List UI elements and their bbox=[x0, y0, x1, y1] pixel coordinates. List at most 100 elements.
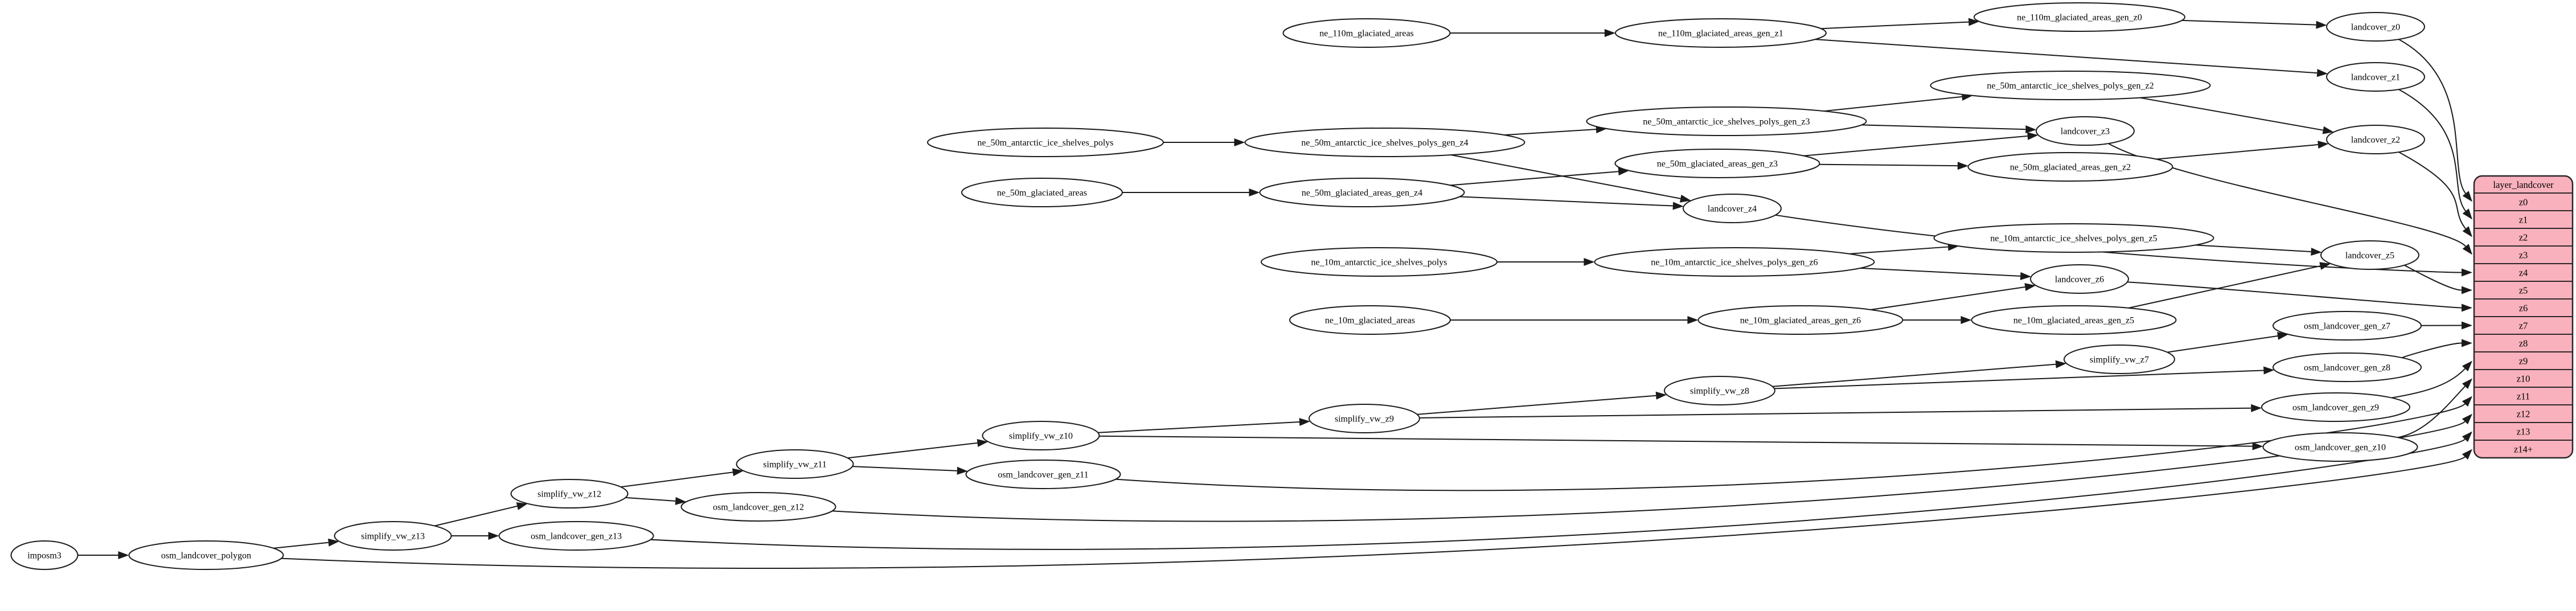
node-simplify_vw_z9: simplify_vw_z9 bbox=[1308, 404, 1420, 433]
node-osm_landcover_gen_z10-shape bbox=[2262, 432, 2418, 462]
node-ne_50m_antarctic_ice_shelves_polys_gen_z4: ne_50m_antarctic_ice_shelves_polys_gen_z… bbox=[1244, 128, 1525, 157]
node-ne_50m_glaciated_areas_gen_z4-label: ne_50m_glaciated_areas_gen_z4 bbox=[1302, 188, 1422, 198]
table-header: layer_landcover bbox=[2493, 179, 2554, 190]
edge-simplify_vw_z11-to-simplify_vw_z10-arrowhead bbox=[977, 438, 988, 447]
node-ne_110m_glaciated_areas_gen_z1-label: ne_110m_glaciated_areas_gen_z1 bbox=[1658, 29, 1783, 39]
edge-ne_10m_glaciated_areas_gen_z6-to-ne_10m_glaciated_areas_gen_z5-arrowhead bbox=[1960, 316, 1972, 324]
edge-simplify_vw_z9-to-osm_landcover_gen_z9-arrowhead bbox=[2251, 404, 2262, 412]
edge-osm_landcover_gen_z9-to-z9 bbox=[2392, 368, 2466, 399]
node-landcover_z3: landcover_z3 bbox=[2036, 116, 2135, 146]
node-ne_10m_antarctic_ice_shelves_polys_gen_z5: ne_10m_antarctic_ice_shelves_polys_gen_z… bbox=[1933, 223, 2214, 253]
edge-osm_landcover_gen_z13-to-z13 bbox=[650, 438, 2466, 550]
node-osm_landcover_gen_z7: osm_landcover_gen_z7 bbox=[2273, 311, 2422, 341]
node-landcover_z2: landcover_z2 bbox=[2326, 125, 2425, 154]
edge-osm_landcover_gen_z8-to-z8-arrowhead bbox=[2462, 339, 2472, 347]
node-landcover_z5-label: landcover_z5 bbox=[2345, 251, 2394, 261]
node-osm_landcover_gen_z8: osm_landcover_gen_z8 bbox=[2273, 352, 2422, 382]
node-simplify_vw_z8-shape bbox=[1664, 376, 1775, 405]
edge-simplify_vw_z10-to-osm_landcover_gen_z10 bbox=[1099, 435, 2253, 447]
node-simplify_vw_z10: simplify_vw_z10 bbox=[982, 421, 1100, 450]
node-landcover_z2-shape bbox=[2326, 125, 2425, 154]
edge-landcover_z0-to-z0 bbox=[2398, 39, 2466, 194]
edge-simplify_vw_z7-to-osm_landcover_gen_z7 bbox=[2167, 335, 2278, 353]
edge-landcover_z6-to-z6-arrowhead bbox=[2462, 304, 2472, 312]
edge-ne_50m_glaciated_areas-to-ne_50m_glaciated_areas_gen_z4-arrowhead bbox=[1249, 188, 1260, 196]
node-landcover_z6-shape bbox=[2030, 264, 2129, 294]
node-simplify_vw_z7-shape bbox=[2064, 345, 2175, 374]
table-row-z5: z5 bbox=[2519, 285, 2528, 296]
node-imposm3-shape bbox=[10, 540, 79, 570]
edge-simplify_vw_z11-to-osm_landcover_gen_z11 bbox=[852, 466, 957, 471]
node-simplify_vw_z13-shape bbox=[334, 521, 452, 551]
node-simplify_vw_z11: simplify_vw_z11 bbox=[736, 449, 854, 479]
table-row-z13: z13 bbox=[2517, 427, 2530, 437]
edge-landcover_z4-to-z4-arrowhead bbox=[2462, 268, 2472, 277]
edge-ne_110m_glaciated_areas_gen_z1-to-landcover_z1-arrowhead bbox=[2316, 69, 2328, 77]
edge-ne_50m_antarctic_ice_shelves_polys-to-ne_50m_antarctic_ice_shelves_polys_gen_z4-arrowhead bbox=[1234, 138, 1245, 146]
node-ne_50m_glaciated_areas-label: ne_50m_glaciated_areas bbox=[997, 188, 1087, 198]
table-row-z0: z0 bbox=[2519, 197, 2528, 208]
node-landcover_z4: landcover_z4 bbox=[1683, 194, 1782, 223]
node-osm_landcover_gen_z12: osm_landcover_gen_z12 bbox=[680, 492, 836, 522]
node-ne_50m_glaciated_areas_gen_z4-shape bbox=[1259, 178, 1465, 207]
node-landcover_z1-label: landcover_z1 bbox=[2351, 73, 2400, 83]
node-osm_landcover_gen_z11: osm_landcover_gen_z11 bbox=[965, 460, 1121, 489]
node-ne_50m_antarctic_ice_shelves_polys_gen_z3: ne_50m_antarctic_ice_shelves_polys_gen_z… bbox=[1586, 106, 1867, 136]
edge-ne_110m_glaciated_areas-to-ne_110m_glaciated_areas_gen_z1-arrowhead bbox=[1605, 29, 1615, 37]
node-ne_10m_antarctic_ice_shelves_polys-shape bbox=[1261, 247, 1498, 277]
node-landcover_z1-shape bbox=[2326, 62, 2425, 92]
node-simplify_vw_z12-shape bbox=[510, 479, 629, 509]
edge-imposm3-to-osm_landcover_polygon-arrowhead bbox=[118, 551, 129, 559]
node-simplify_vw_z7-label: simplify_vw_z7 bbox=[2090, 355, 2149, 365]
node-landcover_z6: landcover_z6 bbox=[2030, 264, 2129, 294]
node-ne_110m_glaciated_areas-label: ne_110m_glaciated_areas bbox=[1319, 29, 1414, 39]
edge-simplify_vw_z12-to-simplify_vw_z11-arrowhead bbox=[732, 468, 744, 477]
node-simplify_vw_z7: simplify_vw_z7 bbox=[2064, 345, 2175, 374]
edge-ne_10m_antarctic_ice_shelves_polys_gen_z6-to-landcover_z6-arrowhead bbox=[2020, 272, 2032, 280]
edge-ne_50m_antarctic_ice_shelves_polys_gen_z4-to-landcover_z4-arrowhead bbox=[1680, 194, 1692, 203]
node-osm_landcover_gen_z9-label: osm_landcover_gen_z9 bbox=[2292, 403, 2379, 413]
node-simplify_vw_z11-shape bbox=[736, 449, 854, 479]
edge-ne_50m_glaciated_areas_gen_z2-to-landcover_z2-arrowhead bbox=[2317, 141, 2329, 149]
node-osm_landcover_gen_z13-shape bbox=[498, 521, 654, 551]
node-ne_50m_antarctic_ice_shelves_polys_gen_z4-shape bbox=[1244, 128, 1525, 157]
edge-osm_landcover_gen_z12-to-z12-arrowhead bbox=[2462, 413, 2472, 425]
node-ne_50m_glaciated_areas_gen_z2: ne_50m_glaciated_areas_gen_z2 bbox=[1967, 152, 2173, 182]
table-row-z9: z9 bbox=[2519, 356, 2528, 367]
node-ne_50m_antarctic_ice_shelves_polys_gen_z3-label: ne_50m_antarctic_ice_shelves_polys_gen_z… bbox=[1643, 117, 1810, 127]
table-row-z12: z12 bbox=[2517, 409, 2530, 420]
node-ne_50m_glaciated_areas_gen_z3-label: ne_50m_glaciated_areas_gen_z3 bbox=[1657, 159, 1778, 169]
edge-simplify_vw_z12-to-simplify_vw_z11 bbox=[621, 471, 733, 488]
node-landcover_z5-shape bbox=[2320, 240, 2419, 270]
node-imposm3-label: imposm3 bbox=[27, 551, 61, 561]
node-osm_landcover_gen_z7-shape bbox=[2273, 311, 2422, 341]
node-osm_landcover_gen_z10-label: osm_landcover_gen_z10 bbox=[2295, 443, 2386, 453]
node-simplify_vw_z11-label: simplify_vw_z11 bbox=[763, 460, 826, 470]
node-osm_landcover_polygon: osm_landcover_polygon bbox=[128, 540, 284, 570]
node-osm_landcover_gen_z8-shape bbox=[2273, 352, 2422, 382]
edge-ne_110m_glaciated_areas_gen_z0-to-landcover_z0 bbox=[2181, 19, 2316, 26]
edge-ne_10m_glaciated_areas_gen_z6-to-landcover_z6-arrowhead bbox=[2024, 283, 2036, 291]
node-ne_10m_antarctic_ice_shelves_polys_gen_z5-label: ne_10m_antarctic_ice_shelves_polys_gen_z… bbox=[1990, 234, 2157, 244]
layer-landcover-table: layer_landcoverz0z1z2z3z4z5z6z7z8z9z10z1… bbox=[2473, 175, 2574, 459]
edge-landcover_z3-to-z3-arrowhead bbox=[2462, 244, 2472, 255]
table-row-z11: z11 bbox=[2517, 391, 2530, 402]
edge-simplify_vw_z13-to-simplify_vw_z12 bbox=[434, 505, 518, 527]
node-ne_10m_glaciated_areas_gen_z5-shape bbox=[1971, 305, 2177, 335]
edge-simplify_vw_z8-to-osm_landcover_gen_z8-arrowhead bbox=[2263, 366, 2275, 375]
node-osm_landcover_polygon-shape bbox=[128, 540, 284, 570]
edge-osm_landcover_gen_z10-to-z10-arrowhead bbox=[2462, 378, 2472, 389]
edge-landcover_z1-to-z1-arrowhead bbox=[2462, 208, 2472, 220]
edge-simplify_vw_z11-to-osm_landcover_gen_z11-arrowhead bbox=[957, 466, 968, 475]
node-ne_10m_antarctic_ice_shelves_polys_gen_z6-label: ne_10m_antarctic_ice_shelves_polys_gen_z… bbox=[1651, 258, 1818, 268]
table-row-z8: z8 bbox=[2519, 338, 2528, 349]
edge-ne_10m_antarctic_ice_shelves_polys_gen_z6-to-landcover_z6 bbox=[1860, 267, 2021, 277]
edge-landcover_z0-to-z0-arrowhead bbox=[2462, 191, 2472, 202]
node-ne_50m_glaciated_areas_gen_z4: ne_50m_glaciated_areas_gen_z4 bbox=[1259, 178, 1465, 207]
node-ne_50m_glaciated_areas_gen_z2-label: ne_50m_glaciated_areas_gen_z2 bbox=[2010, 163, 2131, 173]
node-landcover_z5: landcover_z5 bbox=[2320, 240, 2419, 270]
table-row-z4: z4 bbox=[2519, 268, 2528, 278]
node-ne_50m_antarctic_ice_shelves_polys_gen_z2-shape bbox=[1930, 71, 2211, 100]
node-ne_50m_glaciated_areas_gen_z2-shape bbox=[1967, 152, 2173, 182]
edge-ne_110m_glaciated_areas_gen_z0-to-landcover_z0-arrowhead bbox=[2316, 20, 2327, 29]
